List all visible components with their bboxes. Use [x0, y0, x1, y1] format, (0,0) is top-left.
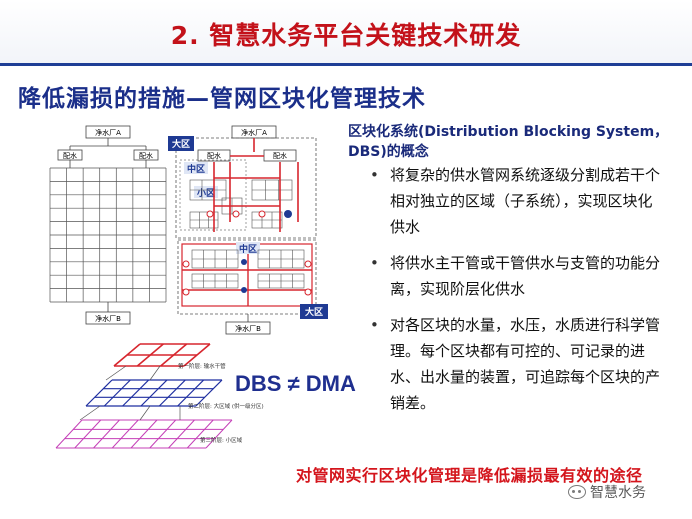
plant-a-label-left: 净水厂A	[95, 128, 121, 137]
svg-text:配水: 配水	[207, 151, 221, 160]
big-zone-label-top: 大区	[172, 138, 190, 150]
plant-b-label-right: 净水厂B	[235, 324, 261, 333]
level1-label: 第一阶层: 输水干管	[178, 362, 226, 370]
concept-bullets: • 将复杂的供水管网系统逐级分割成若干个相对独立的区域（子系统），实现区块化供水…	[366, 162, 666, 426]
dbs-not-equal-dma: DBS ≠ DMA	[235, 371, 356, 396]
bullet-item: • 将供水主干管或干管供水与支管的功能分离，实现阶层化供水	[366, 250, 666, 302]
plant-a-label-right: 净水厂A	[241, 128, 267, 137]
watermark: 智慧水务	[568, 482, 646, 502]
concept-heading: 区块化系统(Distribution Blocking System，DBS)的…	[348, 124, 669, 160]
title-bar	[0, 0, 692, 64]
conclusion-text: 对管网实行区块化管理是降低漏损最有效的途径	[296, 466, 643, 485]
hierarchy-diagram: 第一阶层: 输水干管 第二阶层: 大区域 (供一级分区) 第三阶层: 小区域	[55, 343, 264, 449]
bullet-dot-icon: •	[370, 316, 379, 334]
level2-label: 第二阶层: 大区域 (供一级分区)	[188, 402, 264, 410]
slide-header-title: 2. 智慧水务平台关键技术研发	[170, 21, 522, 50]
small-zone-label: 小区	[196, 187, 215, 199]
plant-b-label-left: 净水厂B	[95, 314, 121, 323]
big-zone-label-bottom: 大区	[305, 306, 323, 318]
bullet-item: • 对各区块的水量，水压，水质进行科学管理。每个区块都有可控的、可记录的进水、出…	[366, 312, 666, 416]
mid-zone-label-bottom: 中区	[239, 243, 257, 255]
bullet-dot-icon: •	[370, 166, 379, 184]
bullet-text: 将供水主干管或干管供水与支管的功能分离，实现阶层化供水	[390, 254, 661, 298]
bullet-dot-icon: •	[370, 254, 379, 272]
slide-subtitle: 降低漏损的措施—管网区块化管理技术	[18, 86, 426, 112]
dist-left-label: 配水	[63, 151, 77, 160]
mid-zone-label-top: 中区	[187, 163, 205, 175]
zoned-network: 净水厂A 大区 配水 配水 中区 小区 中区	[168, 125, 328, 335]
watermark-text: 智慧水务	[590, 485, 646, 501]
conventional-network: 净水厂A 配水 配水 净水厂B	[49, 125, 167, 325]
dist-right-label: 配水	[139, 151, 153, 160]
header-divider	[0, 63, 692, 66]
wechat-icon	[568, 485, 586, 499]
bullet-item: • 将复杂的供水管网系统逐级分割成若干个相对独立的区域（子系统），实现区块化供水	[366, 162, 666, 240]
dbs-diagram: 净水厂A 配水 配水 净水厂B 净水厂A 大区 配水 配水	[30, 122, 360, 458]
svg-text:配水: 配水	[273, 151, 287, 160]
bullet-text: 将复杂的供水管网系统逐级分割成若干个相对独立的区域（子系统），实现区块化供水	[390, 166, 661, 236]
level3-label: 第三阶层: 小区域	[200, 436, 243, 444]
bullet-text: 对各区块的水量，水压，水质进行科学管理。每个区块都有可控的、可记录的进水、出水量…	[390, 316, 661, 412]
